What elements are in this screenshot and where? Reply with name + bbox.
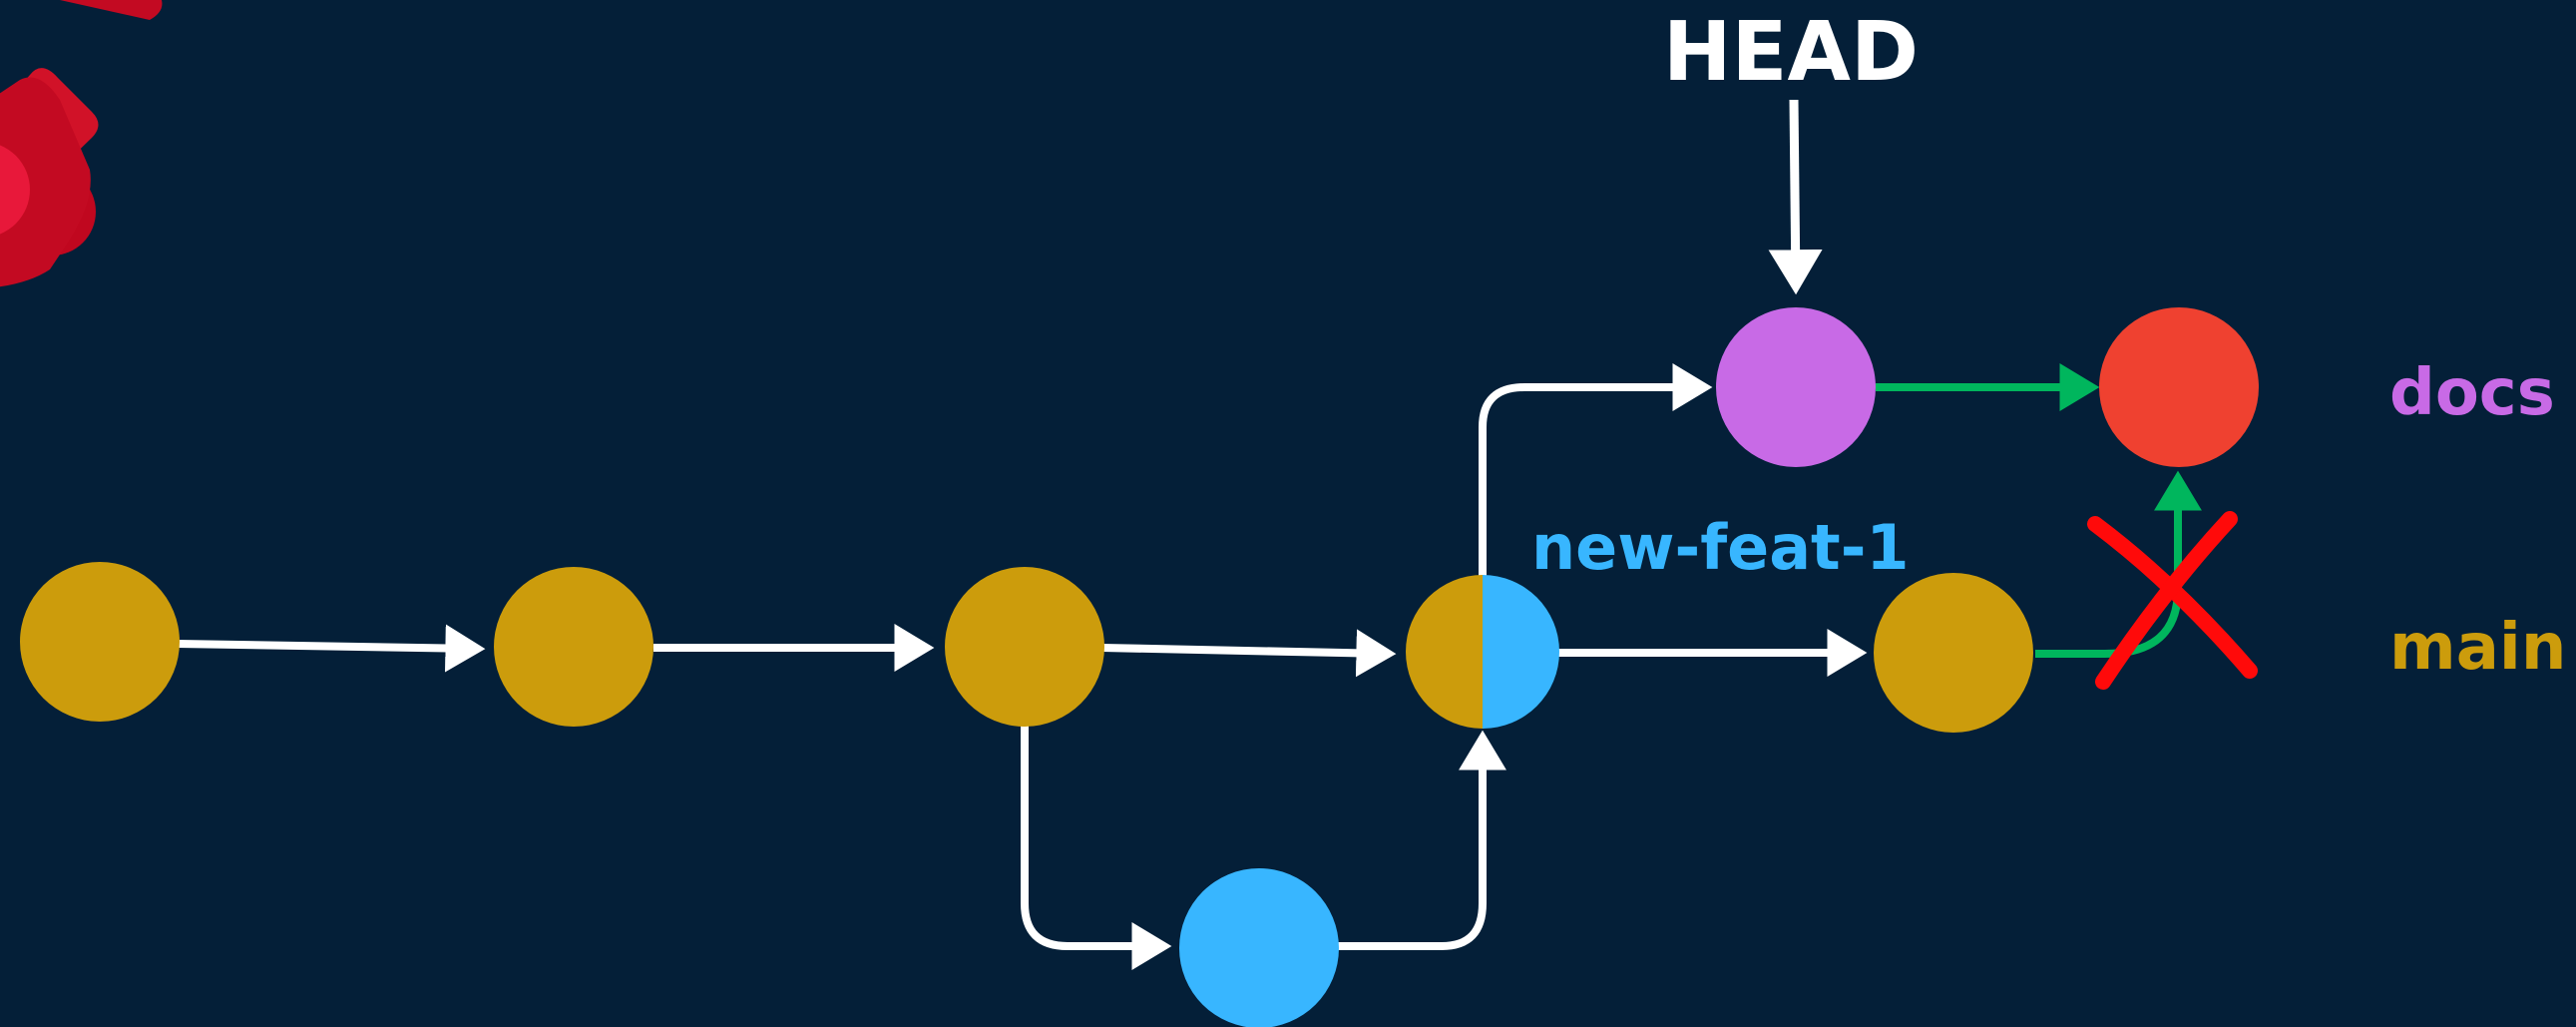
rebased-commit xyxy=(2099,307,2259,467)
main-commit xyxy=(945,567,1104,727)
red-x-cross-icon xyxy=(2087,511,2258,690)
git-logo-fragment-icon xyxy=(0,0,163,287)
docs-branch-label: docs xyxy=(2389,356,2555,430)
head-label: HEAD xyxy=(1663,5,1919,100)
merge-arrow xyxy=(1337,730,1506,950)
new-feat-branch-label: new-feat-1 xyxy=(1531,511,1910,584)
docs-commit xyxy=(1716,307,1876,467)
branch-arrow-to-feature-commit xyxy=(1021,724,1172,970)
branch-arrow-to-docs-commit xyxy=(1479,363,1713,579)
main-commit xyxy=(20,562,180,722)
feature-commit xyxy=(1179,868,1339,1027)
main-branch-label: main xyxy=(2389,611,2566,685)
main-commit-latest xyxy=(1874,573,2033,733)
merge-commit xyxy=(1406,575,1559,729)
head-pointer-arrow xyxy=(1768,99,1823,295)
main-commit xyxy=(494,567,653,727)
commit-arrow xyxy=(1101,629,1397,678)
commit-arrow xyxy=(177,624,486,673)
